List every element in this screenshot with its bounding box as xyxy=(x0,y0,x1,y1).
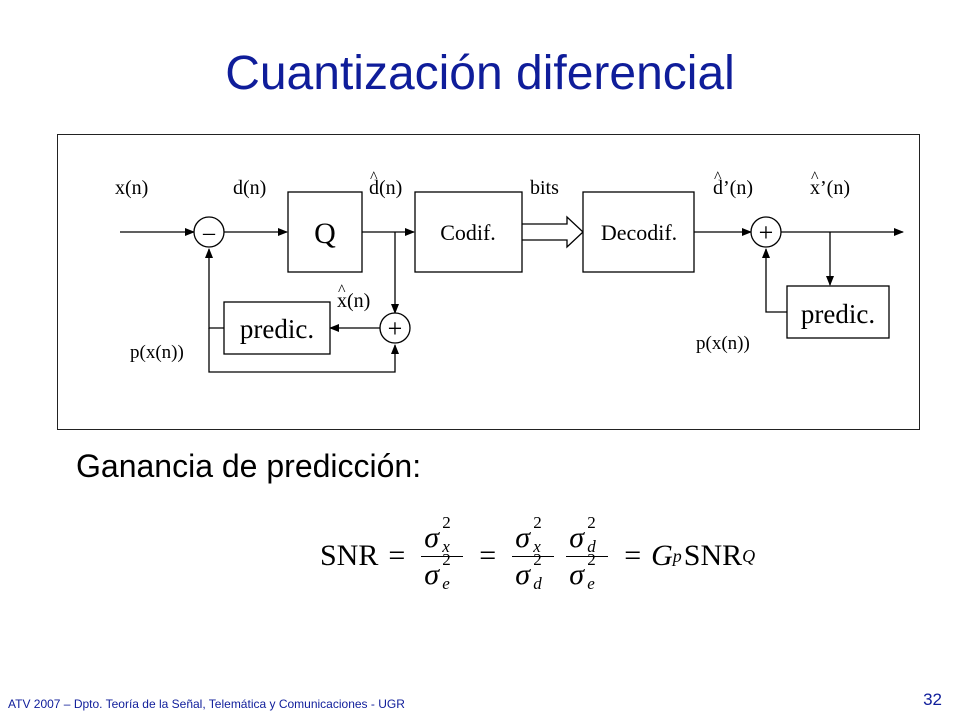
hat-d-hat-n: ^ xyxy=(370,169,378,186)
add-junction-left xyxy=(379,312,411,344)
formula-snr-q: SNR xyxy=(683,539,743,572)
add-symbol-left: + xyxy=(388,314,403,343)
formula-eq-3: = xyxy=(624,539,642,572)
wire-predic-to-sub xyxy=(205,248,224,329)
wire-feedback-loop xyxy=(208,328,399,373)
subtract-symbol: – xyxy=(202,220,216,246)
formula-snr: SNR xyxy=(320,539,379,572)
encoder-block xyxy=(414,191,523,273)
predictor-block-left xyxy=(223,301,331,355)
label-x-prime-hat-n: x’(n) xyxy=(810,177,850,199)
formula-snr-sub-q: Q xyxy=(742,545,756,566)
label-p-x-n-right: p(x(n)) xyxy=(696,333,750,354)
label-x-n: x(n) xyxy=(115,177,148,199)
bits-arrow xyxy=(522,215,584,249)
encoder-label: Codif. xyxy=(440,220,496,245)
formula-gain-sub-p: p xyxy=(672,545,682,566)
page-number: 32 xyxy=(923,690,942,709)
hat-d-prime-hat-n: ^ xyxy=(714,169,722,186)
quantizer-label: Q xyxy=(314,217,336,250)
formula-gain-g: G xyxy=(651,539,673,572)
predictor-label-right: predic. xyxy=(801,299,875,329)
add-junction-right xyxy=(750,216,782,248)
subtract-junction xyxy=(193,216,225,248)
decoder-block xyxy=(582,191,695,273)
add-symbol-right: + xyxy=(759,218,774,247)
footer-credit: ATV 2007 – Dpto. Teoría de la Señal, Tel… xyxy=(8,697,405,711)
label-p-x-n-left: p(x(n)) xyxy=(130,342,184,363)
label-d-prime-hat-n: d’(n) xyxy=(713,177,753,199)
predictor-block-right xyxy=(786,285,890,339)
quantizer-block xyxy=(287,191,363,273)
formula-eq-1: = xyxy=(388,539,406,572)
label-d-n: d(n) xyxy=(233,177,266,199)
label-d-hat-n: d(n) xyxy=(369,177,402,199)
label-x-hat-n: x(n) xyxy=(337,290,370,312)
label-bits: bits xyxy=(530,177,559,199)
predictor-label-left: predic. xyxy=(240,314,314,344)
diagram-frame xyxy=(57,134,920,430)
subheading: Ganancia de predicción: xyxy=(76,448,422,484)
hat-x-prime-hat-n: ^ xyxy=(811,169,819,186)
formula-eq-2: = xyxy=(479,539,497,572)
hat-x-hat-n: ^ xyxy=(338,282,346,299)
slide-title: Cuantización diferencial xyxy=(225,47,735,100)
decoder-label: Decodif. xyxy=(601,220,677,245)
wire-predic-to-add xyxy=(762,248,787,313)
